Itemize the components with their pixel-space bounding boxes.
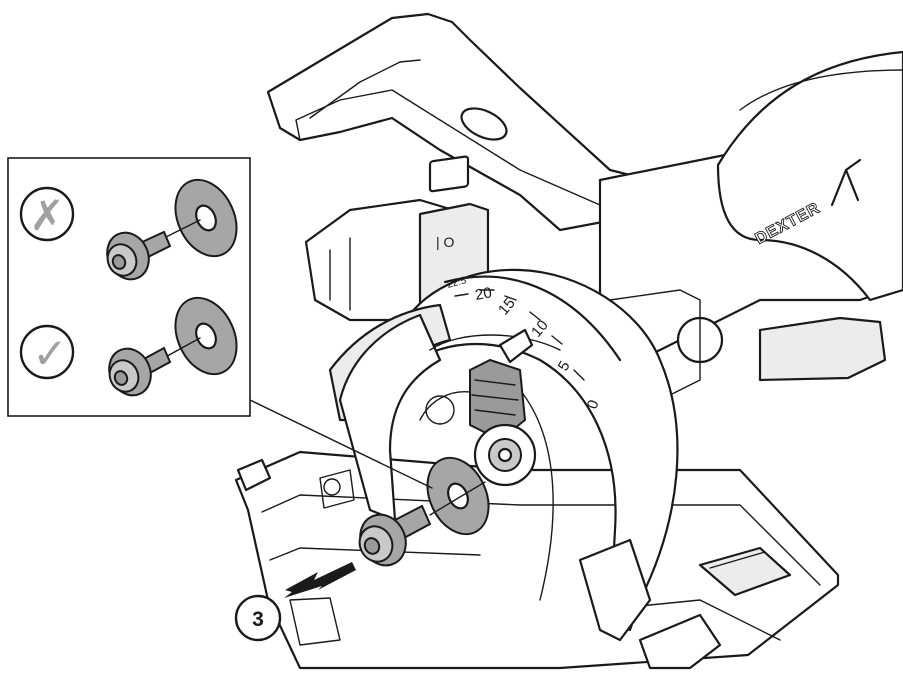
step-number-badge: 3 bbox=[234, 594, 282, 642]
inset-callout: ✗ ✓ bbox=[7, 157, 433, 489]
step-number: 3 bbox=[252, 608, 264, 631]
inset-wrong-row: ✗ bbox=[19, 178, 238, 281]
blade-guard bbox=[328, 268, 679, 642]
motor-housing: DEXTER bbox=[598, 50, 903, 411]
assembly-line bbox=[429, 481, 486, 516]
inset-correct-row: ✓ bbox=[19, 296, 238, 397]
saw-handle bbox=[266, 12, 702, 232]
scale-22-5: 22.5 bbox=[446, 275, 468, 291]
blade-arbor bbox=[419, 391, 537, 487]
battery-pack: | O bbox=[304, 155, 490, 322]
correct-symbol: ✓ bbox=[32, 329, 67, 378]
saw-base-plate bbox=[234, 450, 840, 670]
wrong-symbol: ✗ bbox=[29, 191, 64, 240]
scale-20: 20 bbox=[474, 284, 493, 304]
removal-arrow bbox=[284, 562, 356, 598]
bevel-scale: 22.5 20 15 10 5 0 bbox=[443, 275, 622, 411]
exploded-bolt bbox=[358, 504, 432, 567]
power-switch-label: | O bbox=[436, 234, 455, 250]
exploded-washer bbox=[426, 456, 490, 536]
